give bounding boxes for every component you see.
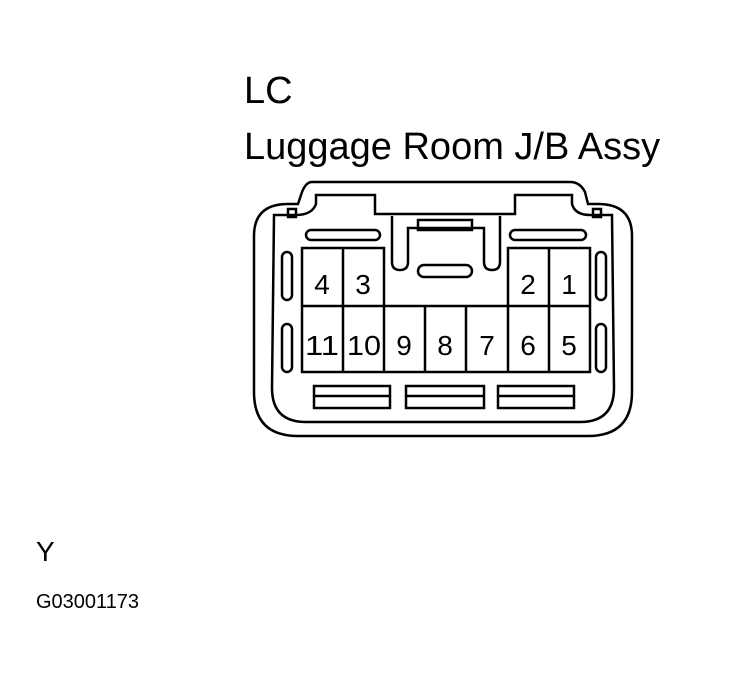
pin-number: 5 bbox=[561, 330, 577, 361]
pin-number: 1 bbox=[561, 269, 577, 300]
pin-number: 4 bbox=[314, 269, 330, 300]
corner-marker-left bbox=[286, 207, 298, 219]
pin-number: 3 bbox=[355, 269, 371, 300]
pin-number: 10 bbox=[347, 330, 381, 361]
pin-number: 11 bbox=[305, 330, 339, 361]
pin-grid-outline bbox=[300, 246, 592, 374]
guide-slot-right-upper bbox=[594, 250, 608, 302]
pin-number: 8 bbox=[437, 330, 453, 361]
center-lock-tab bbox=[416, 263, 474, 279]
corner-marker-right bbox=[591, 207, 603, 219]
pin-number: 9 bbox=[396, 330, 412, 361]
connector-code: LC bbox=[244, 70, 293, 112]
guide-slot-top-right bbox=[508, 228, 588, 242]
pin-number: 7 bbox=[479, 330, 495, 361]
connector-inner-housing bbox=[270, 193, 616, 424]
connector-name: Luggage Room J/B Assy bbox=[244, 126, 661, 168]
guide-slot-top-left bbox=[304, 228, 382, 242]
figure-id: G03001173 bbox=[36, 591, 140, 613]
pin-number: 2 bbox=[520, 269, 536, 300]
pin-number: 6 bbox=[520, 330, 536, 361]
guide-slot-left-lower bbox=[280, 322, 294, 374]
guide-slot-left-upper bbox=[280, 250, 294, 302]
top-lock-slot bbox=[390, 216, 502, 272]
connector-outer-housing bbox=[252, 180, 634, 438]
top-lock-window bbox=[416, 218, 474, 232]
bottom-latch-slots bbox=[312, 384, 576, 410]
guide-slot-right-lower bbox=[594, 322, 608, 374]
connector-color-code: Y bbox=[36, 536, 55, 567]
